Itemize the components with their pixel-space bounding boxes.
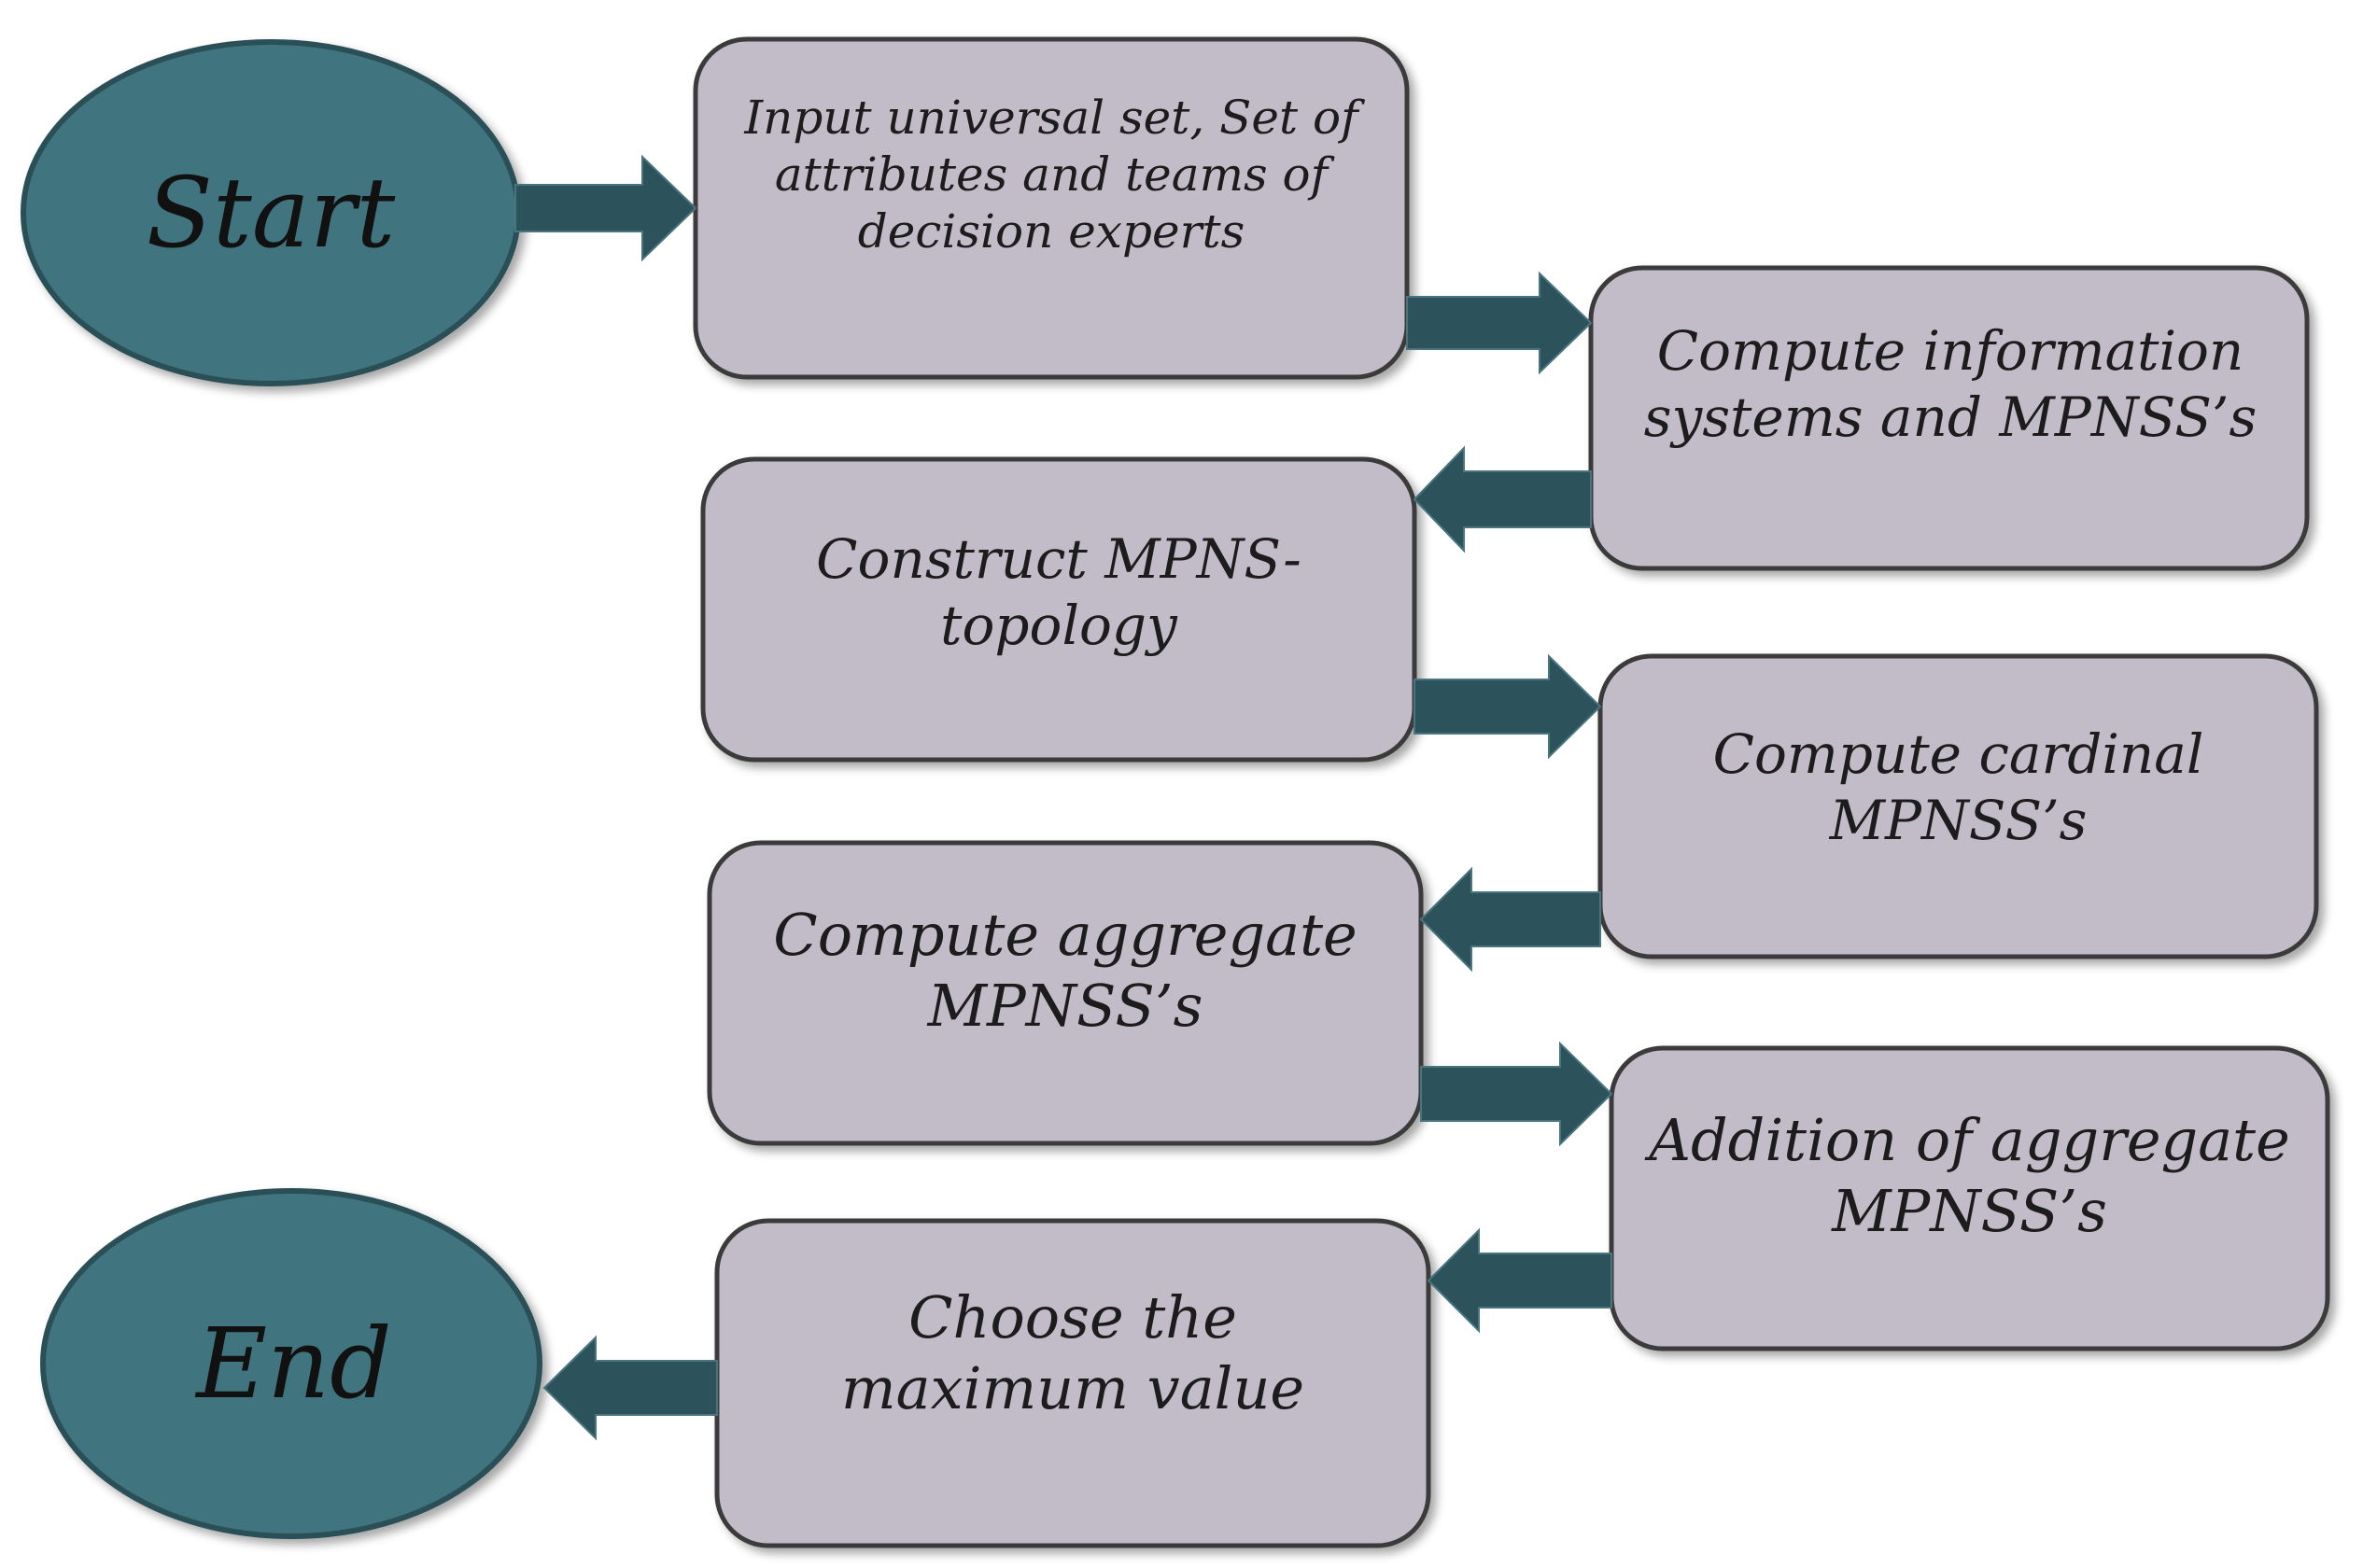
arrow-input-to-compute-info — [1406, 271, 1593, 375]
step-choose-label: Choose the maximum value — [840, 1283, 1305, 1422]
arrow-choose-to-end — [542, 1335, 718, 1441]
step-compute-info-label: Compute information systems and MPNSS’s — [1643, 319, 2258, 449]
arrow-cardinal-to-aggregate — [1419, 866, 1601, 973]
end-terminal — [40, 1188, 542, 1539]
step-construct-label: Construct MPNS-topology — [816, 527, 1301, 657]
arrow-construct-to-cardinal — [1414, 653, 1602, 760]
step-cardinal-label: Compute cardinal MPNSS’s — [1712, 722, 2204, 852]
end-label: End — [196, 1307, 392, 1421]
start-label: Start — [146, 156, 396, 270]
step-aggregate-box — [707, 840, 1424, 1146]
arrow-aggregate-to-addition — [1420, 1041, 1613, 1147]
step-cardinal-box — [1597, 653, 2319, 959]
step-construct-box — [700, 456, 1417, 763]
arrow-start-to-input — [514, 154, 697, 262]
arrow-compute-info-to-construct — [1413, 445, 1592, 553]
step-aggregate-label: Compute aggregate MPNSS’s — [773, 901, 1357, 1040]
step-addition-label: Addition of aggregate MPNSS’s — [1649, 1106, 2290, 1245]
step-compute-info-box — [1588, 265, 2310, 571]
step-addition-box — [1609, 1045, 2330, 1351]
step-input-label: Input universal set, Set of attributes a… — [744, 90, 1358, 259]
arrow-addition-to-choose — [1427, 1227, 1612, 1334]
